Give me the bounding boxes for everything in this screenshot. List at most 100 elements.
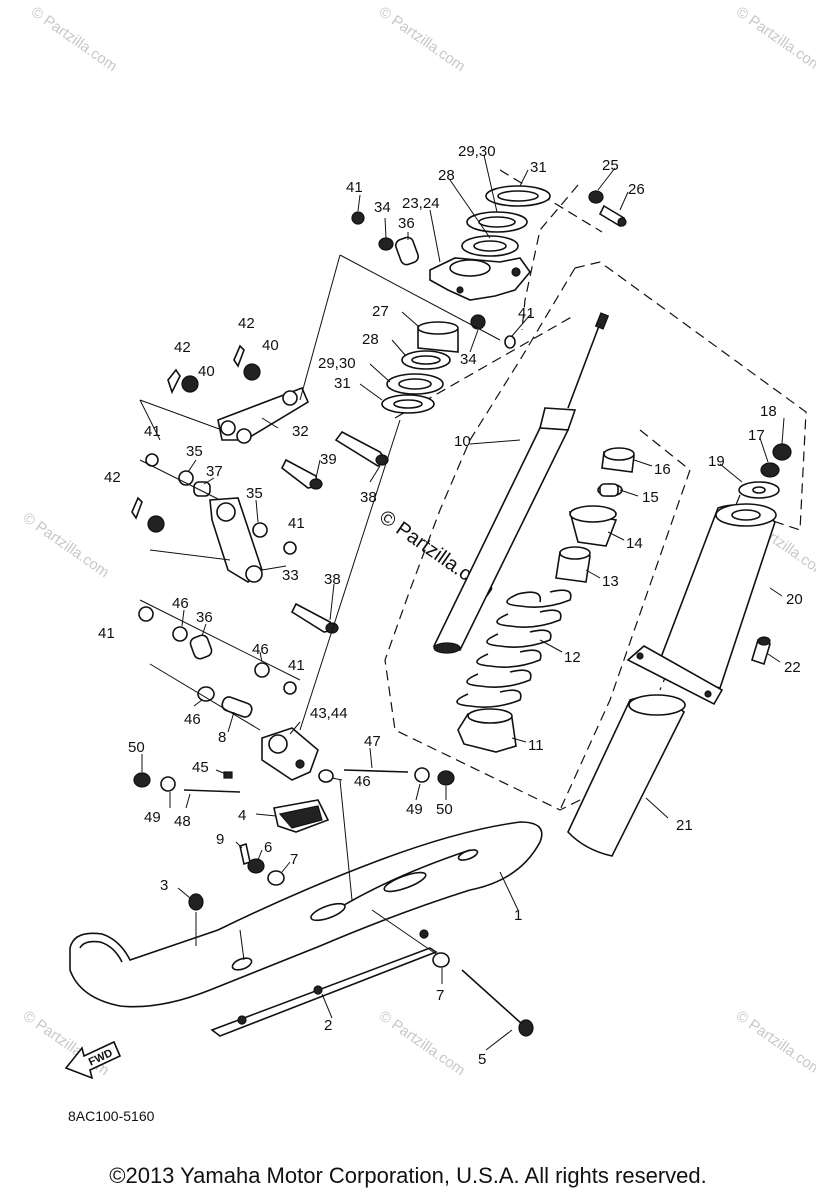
lower-spring-seat-stack — [381, 321, 459, 414]
callout-5: 5 — [478, 1051, 486, 1068]
cover-tube-21 — [567, 694, 686, 857]
leader-lines — [139, 154, 785, 1051]
callout-41b: 41 — [518, 305, 535, 322]
callout-6: 6 — [264, 839, 272, 856]
callout-37: 37 — [206, 463, 223, 480]
watermark: © Partzilla.com — [376, 1007, 469, 1079]
copyright-notice: ©2013 Yamaha Motor Corporation, U.S.A. A… — [109, 1163, 707, 1188]
callout-46a: 46 — [172, 595, 189, 612]
bolt-5 — [461, 969, 534, 1037]
callout-42a: 42 — [238, 315, 255, 332]
bushings-left — [138, 453, 297, 718]
upper-spring-seat-stack — [461, 185, 551, 257]
callout-49a: 49 — [144, 809, 161, 826]
callout-22: 22 — [784, 659, 801, 676]
nut-40b — [243, 363, 261, 381]
collar-36b — [189, 634, 213, 660]
fittings-25-26 — [588, 190, 627, 228]
callout-labels: 1 2 3 4 5 6 7 7 8 9 10 11 12 13 14 15 16… — [98, 143, 803, 1068]
pin-45 — [223, 771, 233, 779]
callout-19: 19 — [708, 453, 725, 470]
watermark: © Partzilla.com — [733, 3, 816, 75]
nut-41d — [283, 541, 297, 555]
bolt-47 — [343, 769, 409, 773]
washer-49a — [160, 776, 176, 792]
callout-46b: 46 — [252, 641, 269, 658]
nut-3 — [188, 893, 204, 911]
callout-36a: 36 — [398, 215, 415, 232]
callout-40b: 40 — [262, 337, 279, 354]
nut-50a — [133, 772, 151, 788]
washer-28 — [461, 235, 519, 257]
callout-31b: 31 — [334, 375, 351, 392]
diagram-code: 8AC100-5160 — [68, 1108, 155, 1124]
watermark: © Partzilla.com — [20, 509, 113, 581]
callout-42b: 42 — [174, 339, 191, 356]
bolt-22 — [751, 636, 771, 666]
callout-13: 13 — [602, 573, 619, 590]
washer-19 — [738, 481, 780, 499]
callout-23-24: 23,24 — [402, 195, 440, 212]
callout-41f: 41 — [288, 657, 305, 674]
arm-32 — [167, 344, 310, 444]
nut-50b — [437, 770, 455, 786]
bushing-34b — [470, 314, 486, 330]
callout-3: 3 — [160, 877, 168, 894]
callout-49b: 49 — [406, 801, 423, 818]
callout-34a: 34 — [374, 199, 391, 216]
nut-40c — [147, 515, 165, 533]
callout-29-30b: 29,30 — [318, 355, 356, 372]
washer-31 — [485, 185, 551, 207]
bushing-34 — [378, 237, 394, 251]
washer-29-30 — [466, 211, 528, 233]
callout-41d: 41 — [288, 515, 305, 532]
callout-1: 1 — [514, 907, 522, 924]
callout-50a: 50 — [128, 739, 145, 756]
nut-25 — [588, 190, 604, 204]
callout-38b: 38 — [324, 571, 341, 588]
watermark: © Partzilla.com — [733, 1007, 816, 1079]
bolts-47-48 — [133, 767, 455, 793]
nut-17 — [760, 462, 780, 478]
pin-42a — [167, 368, 181, 395]
callout-7a: 7 — [290, 851, 298, 868]
strut-shaft-10 — [432, 312, 610, 654]
bracket-43-44 — [223, 727, 319, 781]
bump-stop-parts — [555, 447, 635, 583]
callout-20: 20 — [786, 591, 803, 608]
callout-15: 15 — [642, 489, 659, 506]
boot-20 — [626, 503, 777, 706]
callout-25: 25 — [602, 157, 619, 174]
top-nut-parts — [738, 443, 792, 499]
nut-6 — [247, 858, 265, 874]
bushing-35b — [252, 522, 268, 538]
callout-2: 2 — [324, 1017, 332, 1034]
callout-35a: 35 — [186, 443, 203, 460]
bolt-48 — [183, 789, 241, 793]
callout-43-44: 43,44 — [310, 705, 348, 722]
bushing-46a — [172, 626, 188, 642]
collar-27 — [417, 321, 459, 335]
callout-27: 27 — [372, 303, 389, 320]
bushing-46d — [318, 769, 334, 783]
callout-46c: 46 — [184, 711, 201, 728]
callout-41c: 41 — [144, 423, 161, 440]
washer-7a — [267, 870, 285, 886]
watermarks: © Partzilla.com © Partzilla.com © Partzi… — [20, 3, 816, 1079]
nut-41e — [138, 606, 154, 622]
callout-46d: 46 — [354, 773, 371, 790]
callout-32: 32 — [292, 423, 309, 440]
coil-spring-12 — [456, 589, 572, 708]
nut-18 — [772, 443, 792, 461]
callout-40a: 40 — [198, 363, 215, 380]
callout-47: 47 — [364, 733, 381, 750]
pin-42b — [233, 344, 245, 368]
callout-42c: 42 — [104, 469, 121, 486]
collar-36-top — [351, 211, 516, 349]
nut-41b — [504, 335, 516, 349]
block-4 — [273, 799, 330, 833]
upper-bracket-23-24 — [429, 257, 532, 301]
bushing-46b — [254, 662, 270, 678]
callout-36b: 36 — [196, 609, 213, 626]
